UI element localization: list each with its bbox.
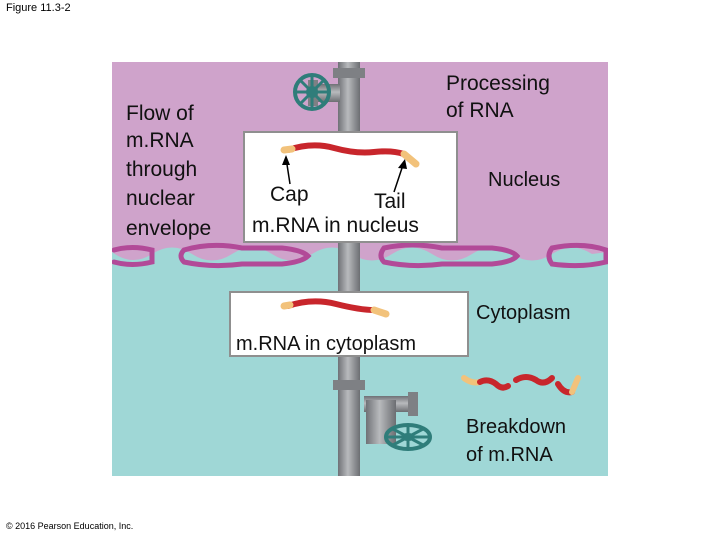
flow-label-line1: Flow of	[126, 102, 194, 125]
flow-label-line2: m.RNA	[126, 129, 194, 152]
nuclear-envelope	[111, 242, 609, 269]
lower-valve-icon	[384, 423, 432, 451]
figure-label: Figure 11.3-2	[6, 2, 71, 14]
processing-label-line2: of RNA	[446, 99, 514, 122]
nucleus-label: Nucleus	[488, 169, 561, 191]
mrna-processing-diagram: Processing of RNA Flow of m.RNA through …	[111, 62, 609, 476]
cytoplasm-mrna-strand	[285, 298, 377, 313]
breakdown-label-line1: Breakdown	[466, 416, 567, 438]
nucleus-tail	[400, 150, 420, 168]
processing-label-line1: Processing	[446, 72, 550, 95]
cytoplasm-mrna-panel	[229, 291, 469, 357]
breakdown-label-line2: of m.RNA	[466, 444, 553, 466]
cytoplasm-label: Cytoplasm	[476, 302, 571, 324]
nucleus-mrna-strand	[285, 142, 407, 157]
flow-label-line3: through	[126, 158, 198, 181]
flow-label-line4: nuclear	[126, 187, 195, 210]
main-pipe	[338, 62, 360, 476]
flow-label-line5: envelope	[126, 217, 212, 240]
tail-label: Tail	[374, 190, 406, 213]
mrna-in-nucleus-label: m.RNA in nucleus	[252, 214, 419, 237]
cap-label: Cap	[270, 183, 309, 206]
diagram-artwork	[111, 62, 609, 476]
mrna-in-cytoplasm-label: m.RNA in cytoplasm	[236, 333, 417, 355]
copyright-notice: © 2016 Pearson Education, Inc.	[6, 521, 134, 531]
nucleus-cap	[280, 145, 296, 154]
upper-valve-icon	[293, 73, 331, 111]
mrna-fragments	[461, 374, 581, 396]
